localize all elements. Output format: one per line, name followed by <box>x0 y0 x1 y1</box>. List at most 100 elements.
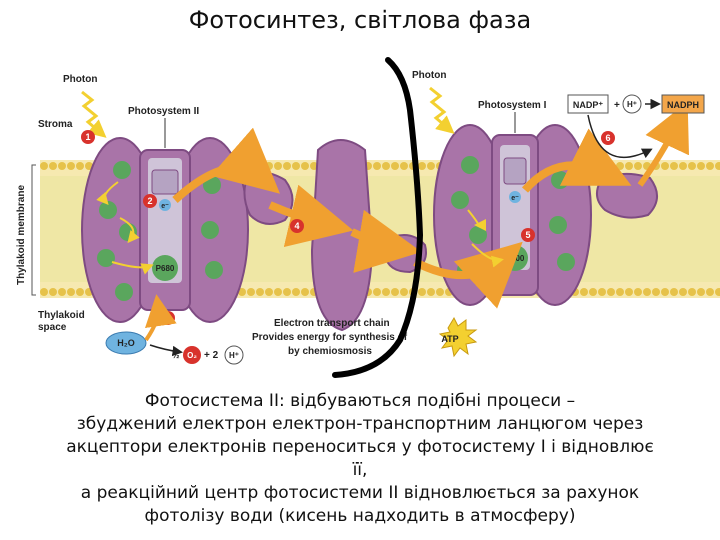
lipid-head <box>697 288 705 296</box>
nadph-box <box>661 94 705 114</box>
step-number: 4 <box>294 221 299 231</box>
oxygen-release-arrow <box>149 344 183 357</box>
lipid-head <box>427 162 435 170</box>
lipid-head <box>634 288 642 296</box>
thylakoid-membrane-label: Thylakoid membrane <box>16 185 27 285</box>
lipid-head <box>688 162 696 170</box>
lipid-head <box>283 162 291 170</box>
lipid-head <box>688 288 696 296</box>
lipid-head <box>625 288 633 296</box>
lipid-head <box>634 162 642 170</box>
photosystem-2 <box>81 137 249 323</box>
nadp-plus: + <box>614 100 620 111</box>
step-number: 3 <box>165 313 170 323</box>
lipid-head <box>400 162 408 170</box>
lipid-head <box>418 162 426 170</box>
photosystem-2-label: Photosystem II <box>128 106 199 117</box>
water-splitting-arrow <box>144 294 177 342</box>
lipid-head <box>76 288 84 296</box>
lipid-head <box>706 288 714 296</box>
photon-label-right: Photon <box>412 70 446 81</box>
lipid-head <box>301 288 309 296</box>
step-number: 6 <box>605 133 610 143</box>
lipid-head <box>274 162 282 170</box>
lipid-head <box>256 162 264 170</box>
lipid-head <box>715 288 720 296</box>
nadp-label: NADP⁺ <box>573 100 604 110</box>
etc-label-line2: Provides energy for synthesis of <box>252 332 408 343</box>
thylakoid-space-label-2: space <box>38 322 67 333</box>
electron-flow-arrow-1 <box>172 127 281 203</box>
nadp-box <box>567 94 609 114</box>
etc-label-line1: Electron transport chain <box>274 318 390 329</box>
lipid-head <box>670 162 678 170</box>
proton-label-bottom: H⁺ <box>229 351 239 360</box>
lipid-head <box>58 162 66 170</box>
step-number: 1 <box>85 132 90 142</box>
proton-circle-top <box>622 94 642 114</box>
water-label: H₂O <box>117 338 135 348</box>
caption-line-6: фотолізу води (кисень надходить в атмосф… <box>144 506 576 526</box>
lipid-head <box>382 288 390 296</box>
lipid-head <box>292 162 300 170</box>
lipid-head <box>616 162 624 170</box>
caption-line-5: а реакційний центр фотосистеми II віднов… <box>80 483 640 503</box>
photon-wave-right-icon <box>429 86 455 134</box>
oxygen-circle <box>183 346 201 364</box>
lipid-head <box>301 162 309 170</box>
lipid-head <box>427 288 435 296</box>
atp-label: ATP <box>441 334 458 344</box>
lipid-head <box>40 288 48 296</box>
caption-line-4: її, <box>352 460 368 480</box>
lipid-head <box>265 162 273 170</box>
proton-label-top: H⁺ <box>627 100 637 109</box>
step-marker-4: 4 <box>290 219 304 233</box>
energy-transfer-arrow <box>471 243 504 268</box>
lipid-head <box>589 288 597 296</box>
energy-transfer-arrow <box>111 261 154 275</box>
lipid-head <box>697 162 705 170</box>
lipid-head <box>373 288 381 296</box>
lipid-head <box>661 162 669 170</box>
lipid-head <box>391 288 399 296</box>
step-marker-1: 1 <box>81 130 95 144</box>
etc-label-line3: by chemiosmosis <box>288 346 372 357</box>
lipid-head <box>373 162 381 170</box>
photosystem-1-label: Photosystem I <box>478 100 547 111</box>
lipid-head <box>67 288 75 296</box>
lipid-head <box>418 288 426 296</box>
water-molecule <box>105 331 147 355</box>
caption-line-2: збуджений електрон електрон-транспортним… <box>76 414 644 434</box>
step-number: 2 <box>147 196 152 206</box>
caption-line-3: акцептори електронів переноситься у фото… <box>66 437 654 457</box>
lipid-head <box>607 288 615 296</box>
electron-ps1 <box>509 191 521 203</box>
step-marker-3: 3 <box>161 311 175 325</box>
lipid-head <box>283 288 291 296</box>
hand-drawn-divider <box>332 57 424 378</box>
p700-label: P700 <box>506 254 525 263</box>
photon-label-left: Photon <box>63 74 97 85</box>
lipid-head <box>40 162 48 170</box>
step-marker-2: 2 <box>143 194 157 208</box>
lipid-head <box>607 162 615 170</box>
light-reaction-diagram: Stroma Thylakoid space Thylakoid membran… <box>16 57 720 378</box>
electron-flow-arrow-3 <box>350 209 422 273</box>
slide-title: Фотосинтез, світлова фаза <box>188 6 532 34</box>
photon-wave-left-icon <box>81 90 107 138</box>
oxygen-label: O₂ <box>187 351 197 360</box>
step-marker-6: 6 <box>601 131 615 145</box>
electron-ps1-label: e⁻ <box>511 195 519 202</box>
lipid-head <box>49 162 57 170</box>
electron-ps2-label: e⁻ <box>161 203 169 210</box>
electron-flow-arrow-2 <box>268 184 354 248</box>
lipid-head <box>679 162 687 170</box>
energy-transfer-arrow <box>119 217 140 244</box>
nadp-reduction-arrow <box>587 114 653 159</box>
lipid-head <box>274 288 282 296</box>
step-marker-5: 5 <box>521 228 535 242</box>
lipid-head <box>670 288 678 296</box>
atp-icon <box>438 316 478 358</box>
caption: Фотосистема II: відбуваються подібні про… <box>0 390 720 528</box>
lipid-head <box>652 288 660 296</box>
